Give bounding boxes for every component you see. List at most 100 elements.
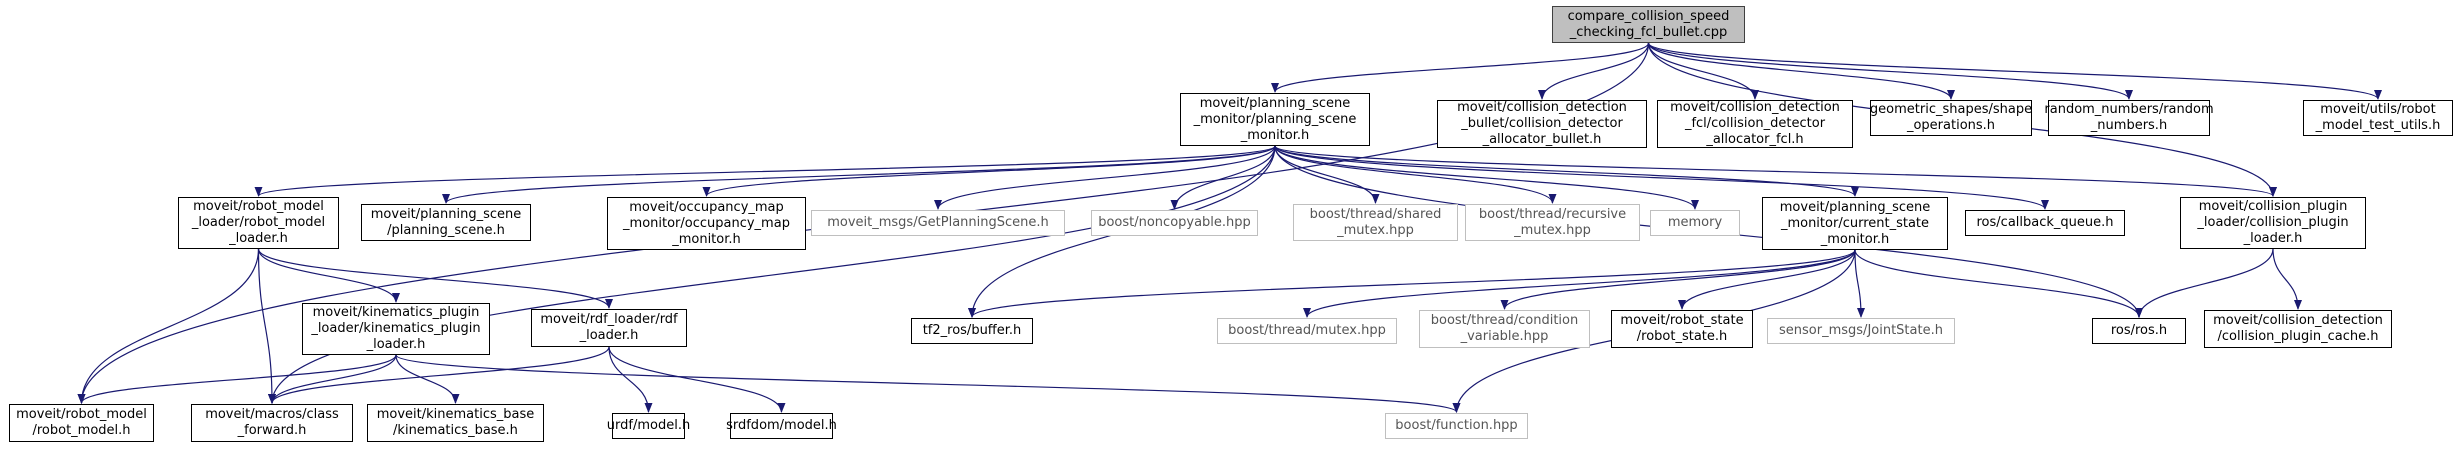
node-rstate[interactable]: moveit/robot_state/robot_state.h xyxy=(1611,310,1753,348)
node-kpl[interactable]: moveit/kinematics_plugin_loader/kinemati… xyxy=(302,303,490,355)
node-root: compare_collision_speed_checking_fcl_bul… xyxy=(1552,6,1745,43)
node-label-line: moveit/collision_detection xyxy=(1670,100,1840,115)
node-label-line: _monitor.h xyxy=(1820,231,1890,247)
node-label-line: tf2_ros/buffer.h xyxy=(922,323,1022,338)
node-label-line: _monitor/occupancy_map xyxy=(623,215,790,231)
node-utils[interactable]: moveit/utils/robot_model_test_utils.h xyxy=(2303,100,2453,136)
node-label-line: boost/function.hpp xyxy=(1395,418,1518,433)
edge-psm-to-ps xyxy=(442,145,1276,204)
node-label-line: boost/noncopyable.hpp xyxy=(1098,215,1251,230)
node-label-line: _mutex.hpp xyxy=(1337,222,1414,238)
node-label-line: /robot_model.h xyxy=(32,423,131,438)
node-label-line: moveit/utils/robot xyxy=(2320,102,2436,117)
node-label-line: _monitor.h xyxy=(1240,127,1310,143)
node-shmutex: boost/thread/shared_mutex.hpp xyxy=(1293,204,1458,241)
edge-rml-to-rdf xyxy=(257,248,613,309)
node-cd_bullet[interactable]: moveit/collision_detection_bullet/collis… xyxy=(1437,100,1647,148)
edge-csm-to-jstate xyxy=(1854,249,1865,318)
node-srdf[interactable]: srdfdom/model.h xyxy=(726,413,837,439)
node-label-line: _mutex.hpp xyxy=(1514,222,1591,238)
node-label-line: moveit/kinematics_base xyxy=(376,407,535,422)
edge-rml-to-macros xyxy=(257,248,276,404)
node-label-line: _numbers.h xyxy=(2090,118,2168,133)
node-label-line: _bullet/collision_detector xyxy=(1461,116,1623,131)
node-noncopy: boost/noncopyable.hpp xyxy=(1091,210,1258,236)
node-cd_fcl[interactable]: moveit/collision_detection_fcl/collision… xyxy=(1657,100,1853,148)
node-cbq[interactable]: ros/callback_queue.h xyxy=(1965,210,2125,236)
node-label-line: moveit/robot_model xyxy=(16,407,147,422)
node-label-line: srdfdom/model.h xyxy=(726,418,837,433)
node-label-line: moveit/planning_scene xyxy=(1779,199,1931,215)
node-geom[interactable]: geometric_shapes/shape_operations.h xyxy=(1870,100,2032,136)
edge-psm-to-macros xyxy=(268,145,1276,404)
edge-csm-to-tf2 xyxy=(968,249,1856,318)
node-label-line: _monitor/planning_scene xyxy=(1193,111,1357,127)
node-label-line: moveit_msgs/GetPlanningScene.h xyxy=(827,215,1049,230)
node-label-line: boost/thread/mutex.hpp xyxy=(1228,323,1386,338)
node-label-line: _monitor.h xyxy=(672,231,741,247)
node-label-line: _loader/robot_model xyxy=(191,215,326,230)
node-label-line: memory xyxy=(1667,215,1723,230)
node-rml[interactable]: moveit/robot_model_loader/robot_model_lo… xyxy=(178,197,339,249)
node-ps[interactable]: moveit/planning_scene/planning_scene.h xyxy=(361,204,531,241)
edge-csm-to-bmutex xyxy=(1303,249,1856,318)
edge-root-to-geom xyxy=(1647,42,1955,100)
node-label-line: moveit/robot_state xyxy=(1620,313,1744,328)
edge-rdf-to-macros xyxy=(268,346,610,404)
edge-psm-to-rml xyxy=(254,145,1276,197)
node-label-line: _loader.h xyxy=(2243,231,2303,246)
node-label-line: urdf/model.h xyxy=(606,418,691,433)
edge-cpl-to-cpc xyxy=(2272,248,2302,310)
node-label-line: geometric_shapes/shape xyxy=(1869,102,2033,117)
node-label-line: _loader.h xyxy=(579,328,639,343)
node-label-line: ros/callback_queue.h xyxy=(1976,215,2114,230)
node-label-line: _operations.h xyxy=(1906,118,1996,133)
node-label-line: ros/ros.h xyxy=(2110,323,2168,338)
node-label-line: boost/thread/recursive xyxy=(1478,206,1627,222)
edge-csm-to-bcond xyxy=(1500,249,1856,310)
edge-psm-to-recmutex xyxy=(1274,145,1557,204)
edge-root-to-psm xyxy=(1271,42,1650,93)
node-label-line: boost/thread/condition xyxy=(1430,313,1579,328)
node-psm[interactable]: moveit/planning_scene_monitor/planning_s… xyxy=(1180,93,1370,146)
node-urdf[interactable]: urdf/model.h xyxy=(607,413,690,439)
node-recmutex: boost/thread/recursive_mutex.hpp xyxy=(1465,204,1640,241)
node-label-line: moveit/planning_scene xyxy=(370,206,522,222)
node-label-line: _loader.h xyxy=(229,231,288,246)
edge-psm-to-memory xyxy=(1274,145,1699,210)
node-cpc[interactable]: moveit/collision_detection/collision_plu… xyxy=(2204,310,2392,348)
node-label-line: _variable.hpp xyxy=(1460,329,1549,344)
node-macros[interactable]: moveit/macros/class_forward.h xyxy=(191,404,353,442)
edge-root-to-cd_bullet xyxy=(1538,42,1650,100)
node-tf2[interactable]: tf2_ros/buffer.h xyxy=(911,318,1033,344)
node-label-line: _model_test_utils.h xyxy=(2315,118,2441,133)
node-memory: memory xyxy=(1650,210,1740,236)
node-bmutex: boost/thread/mutex.hpp xyxy=(1217,318,1397,344)
node-label-line: _forward.h xyxy=(237,423,307,438)
node-kbase[interactable]: moveit/kinematics_base/kinematics_base.h xyxy=(367,404,544,442)
edge-rml-to-rm xyxy=(77,248,260,404)
node-label-line: compare_collision_speed xyxy=(1567,8,1730,24)
node-rdf[interactable]: moveit/rdf_loader/rdf_loader.h xyxy=(531,309,687,347)
edge-rdf-to-urdf xyxy=(608,346,653,413)
node-label-line: /kinematics_base.h xyxy=(393,423,518,438)
node-rand[interactable]: random_numbers/random_numbers.h xyxy=(2044,100,2214,136)
node-rm[interactable]: moveit/robot_model/robot_model.h xyxy=(9,404,154,442)
node-label-line: _fcl/collision_detector xyxy=(1684,116,1826,131)
node-occ[interactable]: moveit/occupancy_map_monitor/occupancy_m… xyxy=(607,197,806,250)
node-ros[interactable]: ros/ros.h xyxy=(2092,318,2186,344)
node-csm[interactable]: moveit/planning_scene_monitor/current_st… xyxy=(1762,197,1948,250)
node-label-line: moveit/collision_detection xyxy=(1457,100,1627,115)
edge-csm-to-ros xyxy=(1854,249,2143,318)
node-label-line: moveit/planning_scene xyxy=(1199,95,1351,111)
node-label-line: /robot_state.h xyxy=(1636,329,1728,344)
node-label-line: moveit/occupancy_map xyxy=(629,199,784,215)
node-label-line: moveit/kinematics_plugin xyxy=(312,305,480,320)
edge-psm-to-gps xyxy=(934,145,1276,210)
edge-cpl-to-ros xyxy=(2135,248,2274,318)
node-cpl[interactable]: moveit/collision_plugin_loader/collision… xyxy=(2180,197,2366,249)
node-jstate: sensor_msgs/JointState.h xyxy=(1767,318,1955,344)
edge-root-to-utils xyxy=(1647,42,2382,100)
node-label-line: sensor_msgs/JointState.h xyxy=(1779,323,1943,338)
